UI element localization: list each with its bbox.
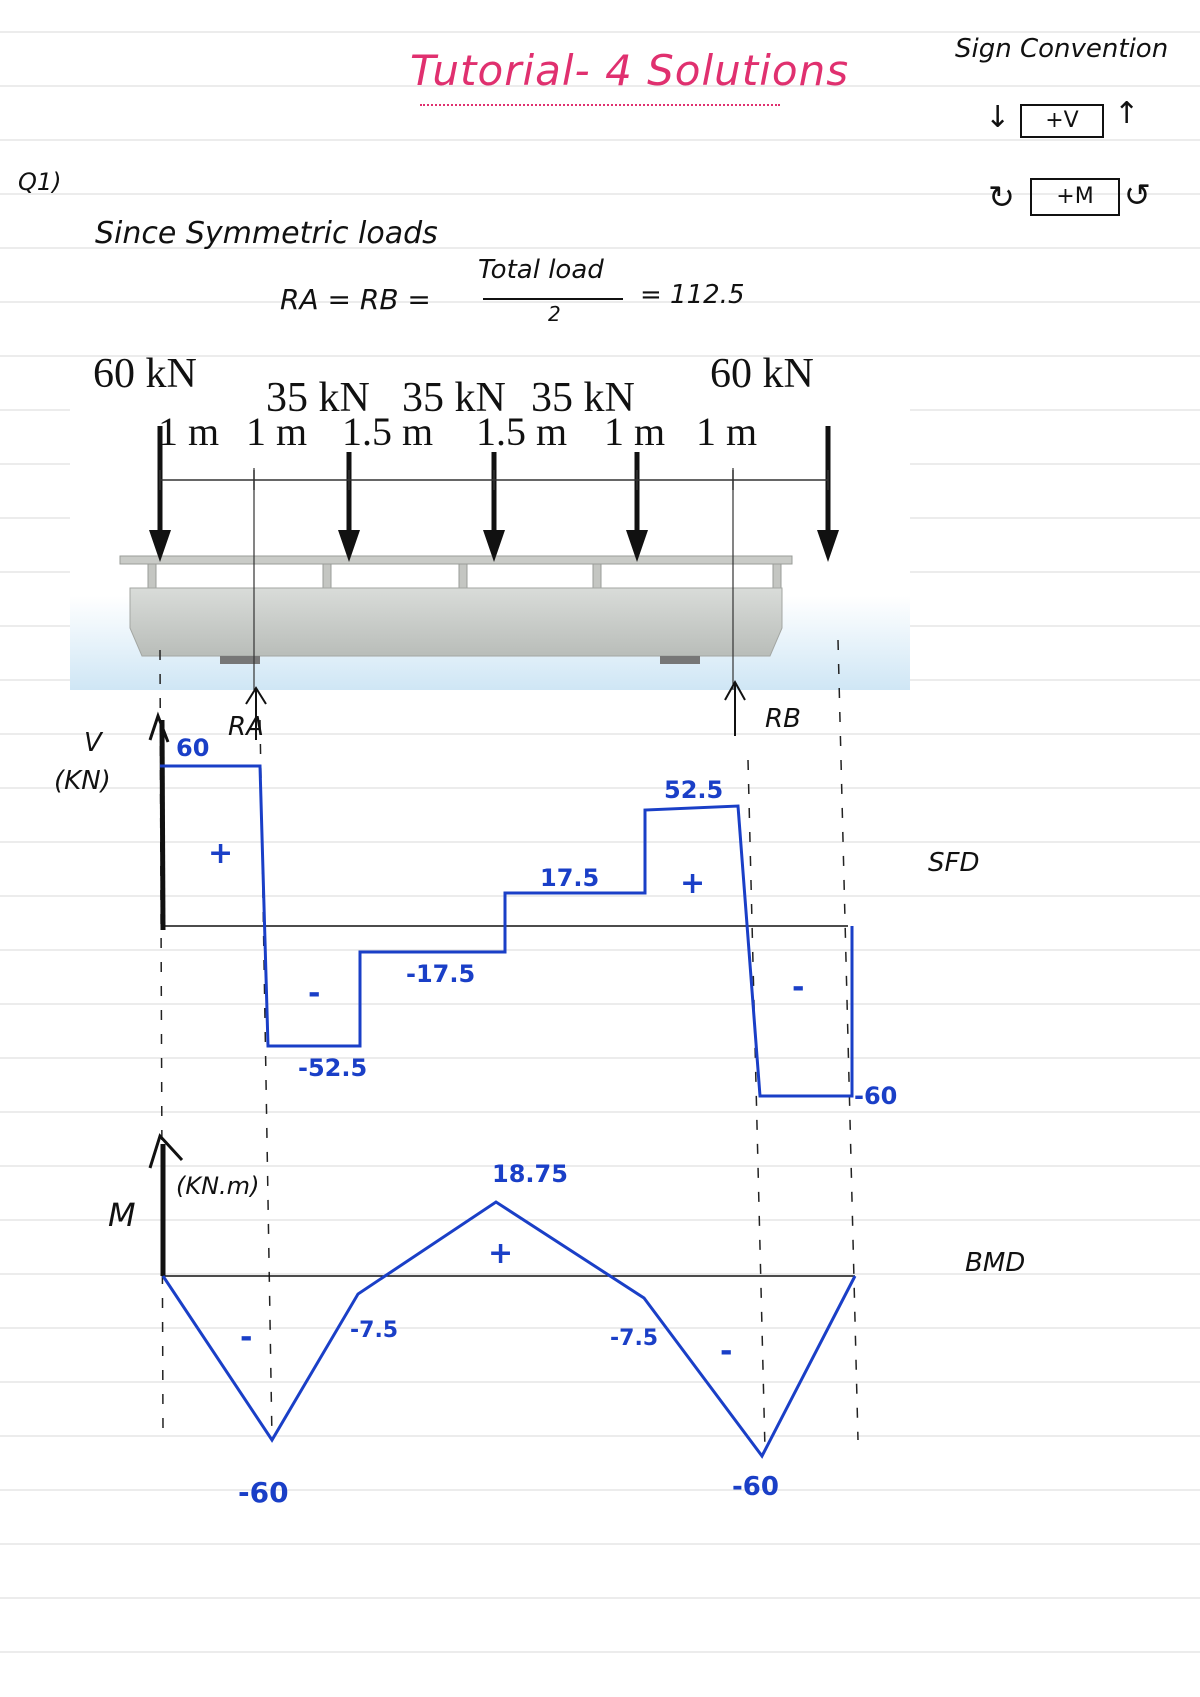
sfd-sign-minus-1: - xyxy=(308,976,321,1011)
sfd-sign-plus-1: + xyxy=(208,836,234,871)
bmd-value-18-75: 18.75 xyxy=(492,1160,568,1188)
bmd-title: BMD xyxy=(965,1248,1026,1278)
arrow-down-icon: ↓ xyxy=(985,100,1011,135)
counterclockwise-arrow-icon: ↺ xyxy=(1124,176,1151,214)
sfd-sign-minus-2: - xyxy=(792,970,805,1005)
sign-convention-heading: Sign Convention xyxy=(955,34,1169,64)
bmd-value-neg-7-5-left: -7.5 xyxy=(350,1318,399,1343)
reaction-label-b: RB xyxy=(765,704,801,734)
fraction-denominator: 2 xyxy=(548,302,561,326)
fraction-bar xyxy=(483,298,623,300)
symmetric-loads-note: Since Symmetric loads xyxy=(95,216,438,251)
projection-lines xyxy=(159,639,859,1451)
reaction-label-a: RA xyxy=(228,712,264,742)
span-label-6: 1 m xyxy=(696,409,758,454)
reaction-equation-lhs: RA = RB = xyxy=(280,283,431,316)
bmd-axes xyxy=(148,1133,855,1277)
sfd-value-17-5: 17.5 xyxy=(540,864,600,892)
sfd-unit-label: (KN) xyxy=(54,766,111,796)
shear-convention-box: +V xyxy=(1020,104,1104,138)
load-label-4: 35 kN xyxy=(531,375,635,421)
bmd-sign-plus: + xyxy=(488,1236,514,1271)
support-guides xyxy=(253,468,734,690)
sfd-value-neg-60: -60 xyxy=(854,1082,898,1110)
sfd-value-neg-52-5: -52.5 xyxy=(298,1054,368,1082)
sfd-value-52-5: 52.5 xyxy=(664,776,724,804)
span-label-5: 1 m xyxy=(604,409,666,454)
load-label-5: 60 kN xyxy=(710,351,814,397)
span-label-1: 1 m xyxy=(158,409,220,454)
dimension-lines xyxy=(159,470,829,490)
sfd-axes xyxy=(148,711,848,931)
reaction-arrows xyxy=(245,679,746,740)
load-label-3: 35 kN xyxy=(402,375,506,421)
sfd-axis-label: V xyxy=(84,728,102,758)
title-underline xyxy=(420,98,780,106)
page-title: Tutorial- 4 Solutions xyxy=(410,46,850,95)
bmd-value-neg-60-left: -60 xyxy=(238,1476,289,1509)
beam-drawing xyxy=(70,555,910,690)
bmd-axis-label: M xyxy=(108,1196,136,1234)
arrow-up-icon: ↑ xyxy=(1114,96,1140,131)
span-label-3: 1.5 m xyxy=(342,409,434,454)
bmd-sign-minus-2: - xyxy=(720,1334,733,1369)
sfd-value-neg-17-5: -17.5 xyxy=(406,960,476,988)
question-number: Q1) xyxy=(18,168,62,196)
total-load-numerator: Total load xyxy=(478,255,604,285)
load-label-1: 60 kN xyxy=(93,351,197,397)
bmd-sign-minus-1: - xyxy=(240,1320,253,1355)
load-label-2: 35 kN xyxy=(266,375,370,421)
clockwise-arrow-icon: ↻ xyxy=(988,178,1015,216)
sfd-curve xyxy=(160,764,854,1098)
sfd-sign-plus-2: + xyxy=(680,866,706,901)
moment-convention-box: +M xyxy=(1030,178,1120,216)
sfd-title: SFD xyxy=(928,848,980,878)
reaction-result: = 112.5 xyxy=(640,280,745,310)
bmd-curve xyxy=(161,1200,857,1459)
sfd-value-60: 60 xyxy=(176,734,210,762)
bmd-value-neg-7-5-right: -7.5 xyxy=(610,1326,659,1351)
span-label-4: 1.5 m xyxy=(476,409,568,454)
bmd-unit-label: (KN.m) xyxy=(176,1172,260,1200)
span-label-2: 1 m xyxy=(246,409,308,454)
beam-figure: 60 kN 35 kN 35 kN 35 kN 60 kN 1 m 1 m 1.… xyxy=(70,351,910,690)
load-arrow-heads xyxy=(149,530,839,562)
bmd-value-neg-60-right: -60 xyxy=(732,1472,779,1502)
